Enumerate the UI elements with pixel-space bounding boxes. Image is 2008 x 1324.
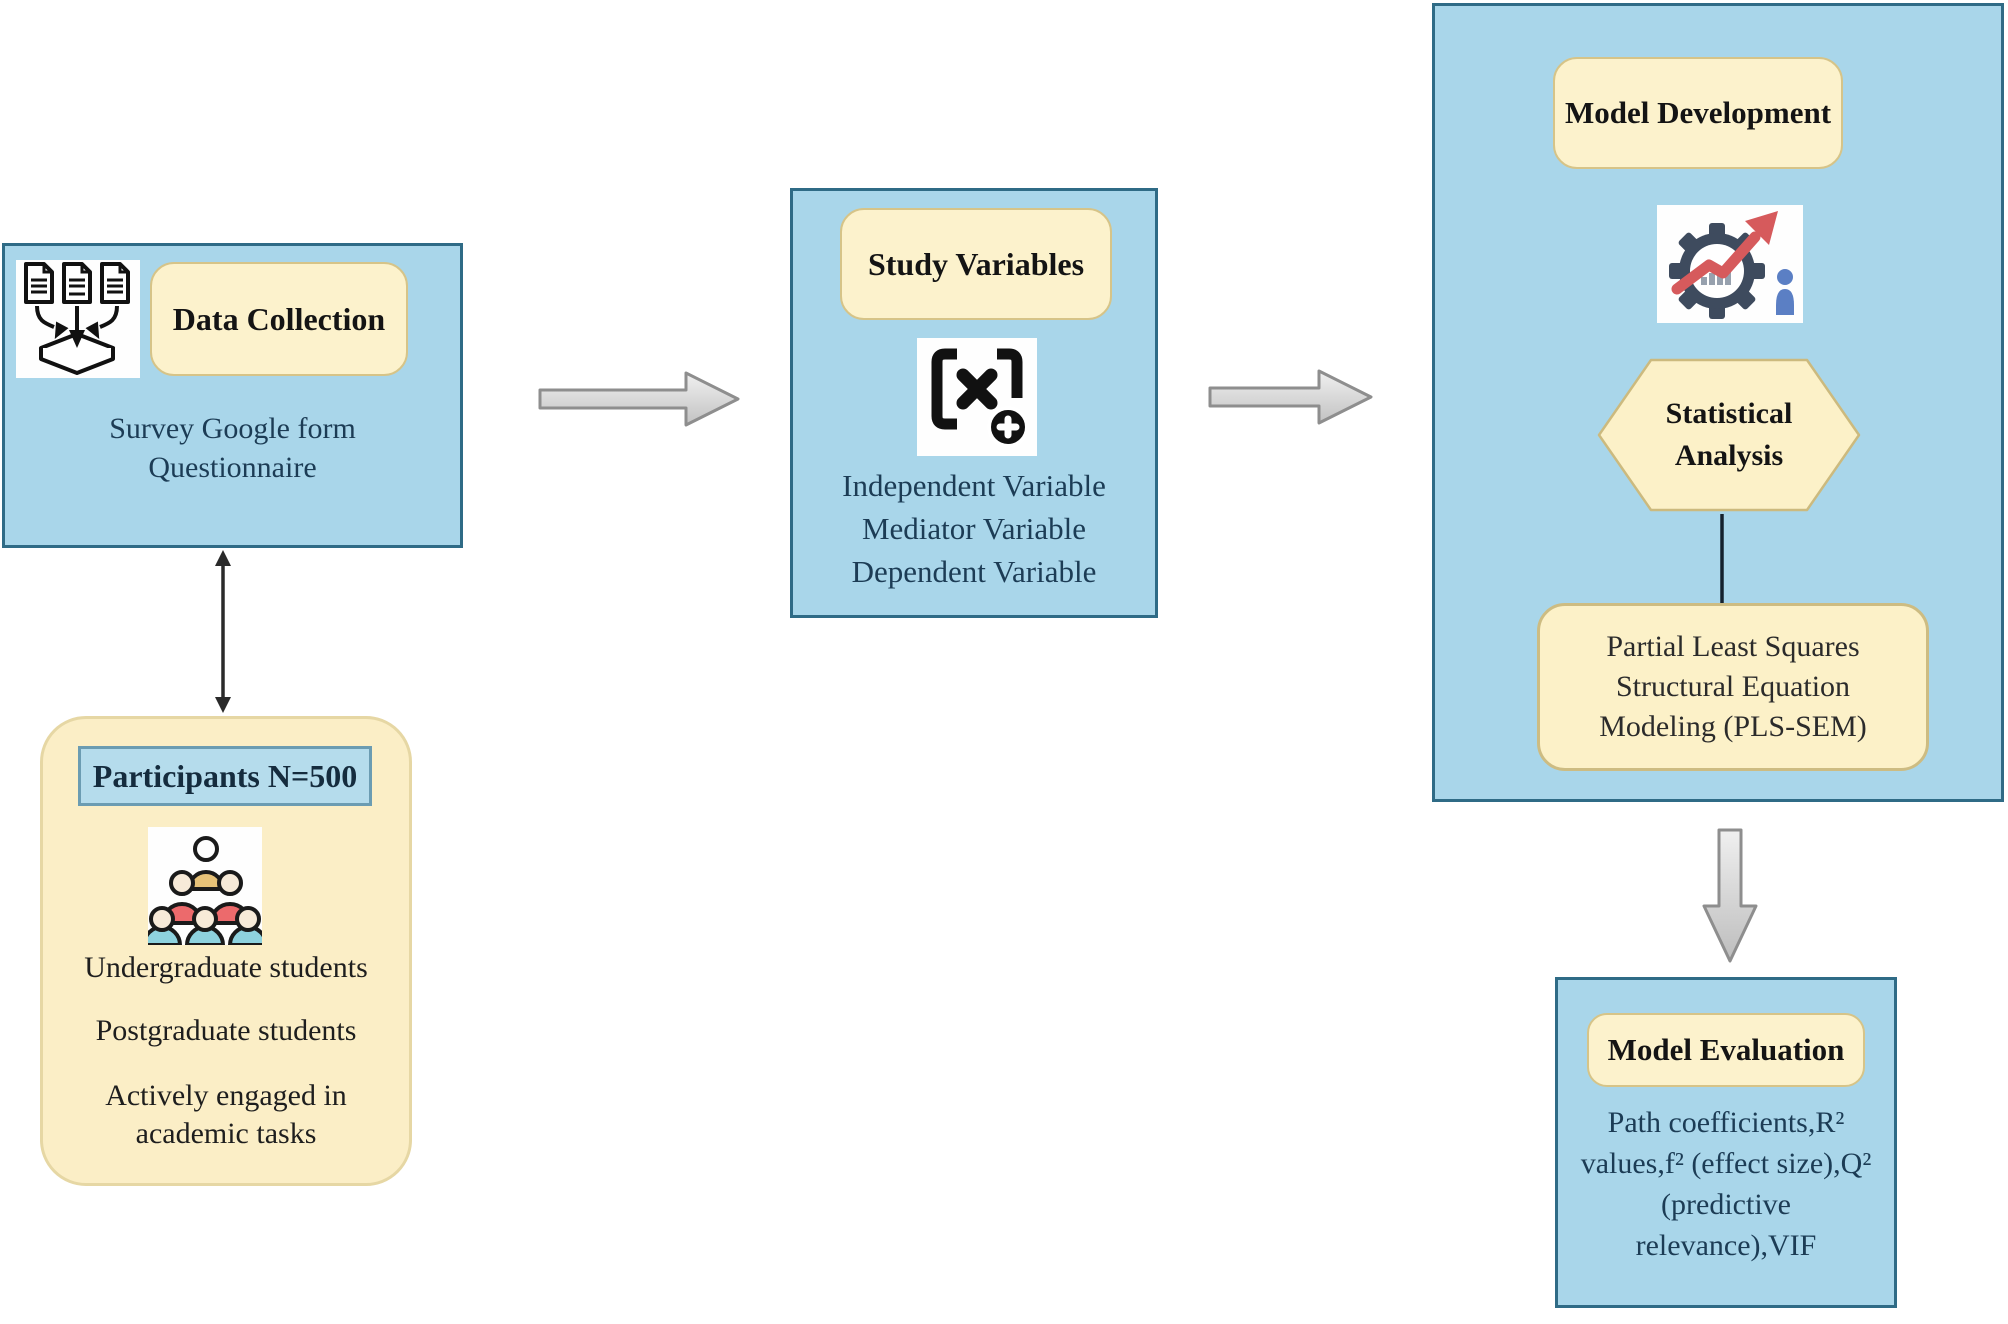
model-development-box: Model Development bbox=[1432, 3, 2004, 802]
participants-label: Participants N=500 bbox=[78, 746, 372, 806]
pls-sem-line: Structural Equation bbox=[1615, 670, 1851, 703]
participants-item: Undergraduate students bbox=[84, 951, 368, 984]
arrow-modeldevelopment-to-modelevaluation bbox=[1701, 828, 1759, 969]
data-collection-box: Data Collection Survey Google form Quest… bbox=[2, 243, 463, 548]
pls-sem-line: Modeling (PLS-SEM) bbox=[1599, 710, 1867, 743]
arrow-datacollection-to-studyvariables bbox=[538, 369, 742, 434]
study-variables-text: Independent Variable Mediator Variable D… bbox=[793, 464, 1155, 593]
statistical-analysis-text: Statistical Analysis bbox=[1597, 357, 1861, 513]
data-collection-label: Data Collection bbox=[150, 262, 408, 376]
gear-analytics-icon bbox=[1657, 205, 1803, 323]
documents-merge-icon bbox=[16, 260, 140, 378]
model-evaluation-text-line: Path coefficients,R² bbox=[1607, 1106, 1845, 1139]
data-collection-text-line: Survey Google form bbox=[109, 412, 356, 445]
model-development-label: Model Development bbox=[1553, 57, 1843, 169]
model-evaluation-text: Path coefficients,R² values,f² (effect s… bbox=[1558, 1102, 1894, 1266]
statistical-analysis-line: Statistical bbox=[1665, 397, 1793, 430]
statistical-analysis-hexagon: Statistical Analysis bbox=[1597, 357, 1861, 513]
data-collection-text: Survey Google form Questionnaire bbox=[5, 409, 460, 487]
participants-item: Postgraduate students bbox=[95, 1014, 357, 1047]
model-evaluation-box: Model Evaluation Path coefficients,R² va… bbox=[1555, 977, 1897, 1308]
model-evaluation-label: Model Evaluation bbox=[1587, 1013, 1865, 1087]
study-variables-text-line: Independent Variable bbox=[842, 468, 1106, 503]
study-variables-text-line: Mediator Variable bbox=[861, 511, 1087, 546]
double-arrow-connector bbox=[210, 549, 236, 719]
study-variables-label: Study Variables bbox=[840, 208, 1112, 320]
statistical-analysis-line: Analysis bbox=[1674, 439, 1784, 472]
pls-sem-line: Partial Least Squares bbox=[1606, 630, 1860, 663]
people-pyramid-icon bbox=[148, 827, 262, 945]
model-evaluation-text-line: relevance),VIF bbox=[1635, 1229, 1817, 1262]
study-variables-box: Study Variables Independent Variable bbox=[790, 188, 1158, 618]
participants-box: Participants N=500 Und bbox=[40, 716, 412, 1186]
model-evaluation-text-line: (predictive bbox=[1661, 1188, 1791, 1221]
arrow-studyvariables-to-modeldevelopment bbox=[1208, 367, 1375, 432]
pls-sem-box: Partial Least Squares Structural Equatio… bbox=[1537, 603, 1929, 771]
variables-icon bbox=[917, 338, 1037, 456]
participants-item: Actively engaged in academic tasks bbox=[105, 1079, 347, 1150]
model-evaluation-text-line: values,f² (effect size),Q² bbox=[1580, 1147, 1872, 1180]
data-collection-text-line: Questionnaire bbox=[148, 451, 317, 484]
study-variables-text-line: Dependent Variable bbox=[851, 554, 1097, 589]
